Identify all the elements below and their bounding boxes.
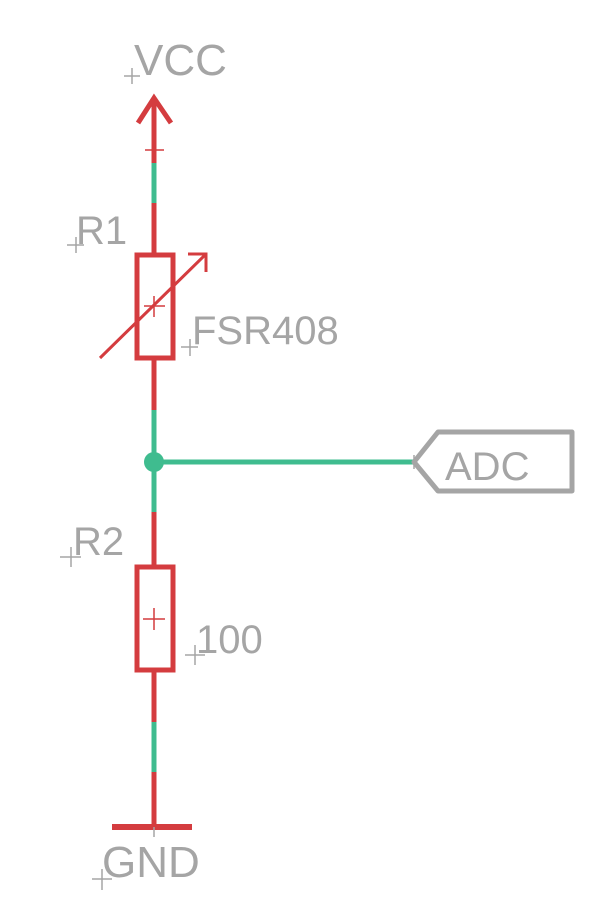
r1-name: R1 xyxy=(76,209,127,253)
adc-label: ADC xyxy=(445,445,529,489)
r2-value: 100 xyxy=(196,618,263,662)
origin-cross-icon xyxy=(181,339,198,356)
vcc-symbol[interactable]: VCC xyxy=(124,36,227,203)
origin-cross-icon xyxy=(67,237,84,253)
r2-name: R2 xyxy=(73,520,124,564)
origin-cross-icon xyxy=(143,608,165,630)
r1-value: FSR408 xyxy=(192,309,339,353)
origin-cross-icon xyxy=(144,296,165,317)
net-label-flag xyxy=(411,429,575,494)
origin-cross-icon xyxy=(124,68,140,84)
origin-cross-icon xyxy=(92,869,112,890)
gnd-label: GND xyxy=(102,838,200,887)
adc-net-label[interactable]: ADC xyxy=(411,429,575,494)
junction-dot xyxy=(144,452,164,472)
resistor-r2[interactable]: R2 100 xyxy=(60,512,263,722)
origin-cross-icon xyxy=(60,547,81,567)
gnd-symbol[interactable]: GND xyxy=(92,772,200,890)
origin-cross-icon xyxy=(185,645,205,665)
vcc-label: VCC xyxy=(134,36,227,85)
resistor-r1[interactable]: R1 FSR408 xyxy=(67,203,339,410)
